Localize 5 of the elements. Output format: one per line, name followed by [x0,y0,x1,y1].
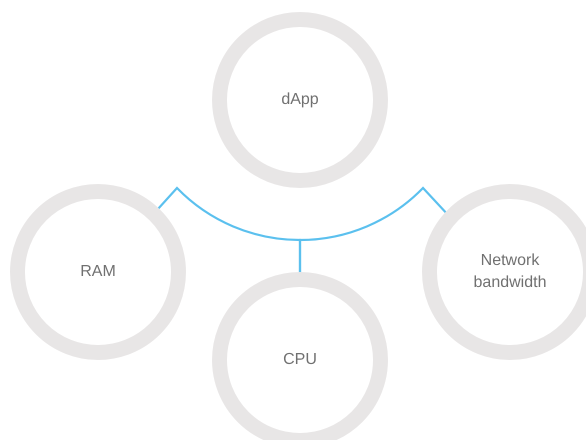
node-label: CPU [283,350,317,370]
node-label: Network bandwidth [472,250,548,293]
node-label: dApp [281,90,319,110]
connector-line [298,186,447,273]
node-label: RAM [80,262,116,282]
